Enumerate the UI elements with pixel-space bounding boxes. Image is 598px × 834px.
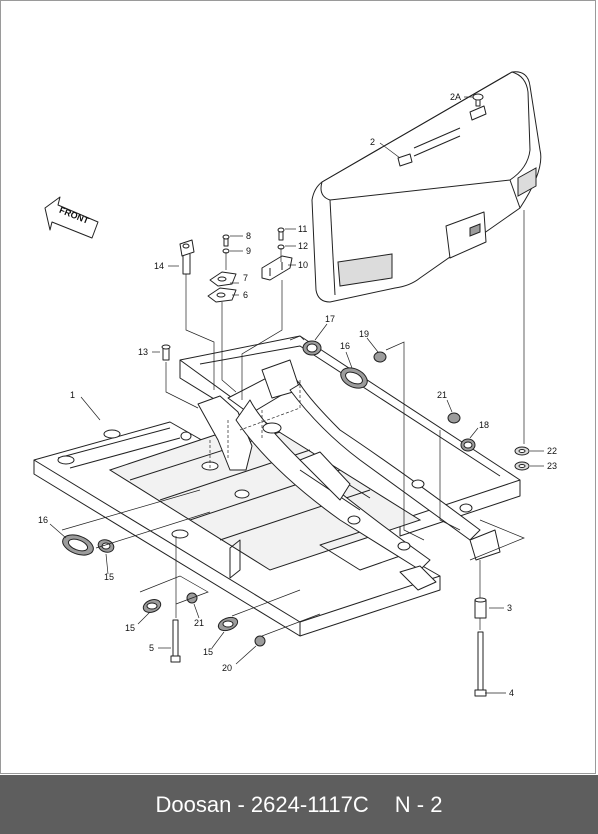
callout-15-left: 15 — [104, 572, 114, 582]
gasket-6 — [207, 287, 237, 303]
grommet-16-left — [62, 534, 94, 556]
callout-18: 18 — [479, 420, 489, 430]
callout-labels: 2A 2 1 3 4 5 6 7 8 9 10 11 12 13 14 15 1… — [38, 92, 557, 698]
callout-15-lower: 15 — [125, 623, 135, 633]
callout-19: 19 — [359, 329, 369, 339]
callout-10: 10 — [298, 260, 308, 270]
washer-22 — [514, 446, 530, 456]
callout-20: 20 — [222, 663, 232, 673]
counterweight — [311, 71, 542, 303]
bolt-11 — [277, 227, 285, 241]
callout-2: 2 — [370, 137, 375, 147]
grommet-16-right — [340, 367, 368, 389]
grommet-15-lower — [142, 599, 162, 613]
footer-bar: Doosan - 2624-1117C N - 2 — [0, 775, 598, 834]
callout-23: 23 — [547, 461, 557, 471]
page-reference: N - 2 — [394, 791, 443, 817]
callout-17: 17 — [325, 314, 335, 324]
callout-22: 22 — [547, 446, 557, 456]
drawing-frame — [0, 0, 596, 774]
front-arrow: FRONT — [44, 196, 99, 239]
callout-5: 5 — [149, 643, 154, 653]
pin-14 — [179, 239, 195, 275]
callout-16-right: 16 — [340, 341, 350, 351]
callout-8: 8 — [246, 231, 251, 241]
grommet-15-front — [217, 616, 239, 632]
callout-4: 4 — [509, 688, 514, 698]
callout-12: 12 — [298, 241, 308, 251]
bolt-4 — [474, 631, 487, 697]
callout-6: 6 — [243, 290, 248, 300]
upper-frame — [33, 335, 521, 637]
cap-19 — [373, 351, 387, 363]
spacer-3 — [474, 597, 487, 619]
cap-21-right — [447, 412, 461, 424]
callout-21-right: 21 — [437, 390, 447, 400]
exploded-parts-diagram: FRONT — [33, 71, 557, 698]
grommet-17 — [302, 340, 322, 356]
bolt-5 — [170, 619, 181, 663]
callout-2a: 2A — [450, 92, 461, 102]
grommet-18 — [460, 438, 476, 452]
callout-9: 9 — [246, 246, 251, 256]
plate-7 — [209, 271, 237, 287]
bracket-10 — [261, 255, 293, 281]
pin-13 — [161, 344, 171, 361]
callout-14: 14 — [154, 261, 164, 271]
cap-20 — [254, 635, 266, 647]
washer-23 — [514, 461, 530, 471]
leader-lines — [49, 96, 544, 694]
part-reference: Doosan - 2624-1117C — [155, 791, 369, 817]
callout-13: 13 — [138, 347, 148, 357]
bolt-8 — [222, 234, 230, 247]
callout-3: 3 — [507, 603, 512, 613]
callout-1: 1 — [70, 390, 75, 400]
callout-7: 7 — [243, 273, 248, 283]
callout-21-left: 21 — [194, 618, 204, 628]
grommet-15-left — [97, 539, 115, 553]
callout-11: 11 — [298, 224, 307, 234]
callout-16-left: 16 — [38, 515, 48, 525]
callout-15-front: 15 — [203, 647, 213, 657]
